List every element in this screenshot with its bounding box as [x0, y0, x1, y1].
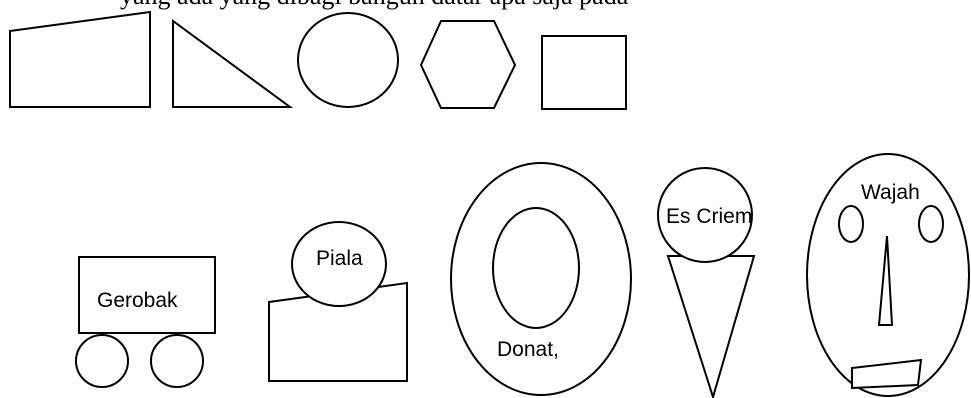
piala-object: Piala: [269, 222, 407, 381]
donat-object: Donat,: [451, 163, 631, 395]
circle-shape: [298, 13, 398, 107]
reference-shapes-row: [10, 12, 626, 109]
wajah-eye-right: [919, 206, 943, 242]
gerobak-object: Gerobak: [76, 257, 215, 387]
right-triangle-shape: [173, 21, 290, 107]
es-criem-object: Es Criem: [658, 168, 754, 397]
donat-label: Donat,: [497, 338, 559, 361]
piala-label: Piala: [316, 247, 363, 270]
header-partial-text: yang ada yang dibagi bangun datar apa sa…: [120, 0, 629, 10]
wajah-object: Wajah: [807, 154, 969, 396]
wajah-eye-left: [839, 206, 863, 242]
es-criem-cone: [668, 256, 754, 397]
gerobak-wheel-right: [151, 335, 203, 387]
gerobak-label: Gerobak: [97, 289, 178, 312]
square-shape: [542, 36, 626, 109]
hexagon-shape: [421, 21, 515, 108]
trapezoid-shape: [10, 12, 150, 107]
donat-hole: [493, 208, 579, 328]
es-criem-label: Es Criem: [666, 205, 752, 228]
wajah-label: Wajah: [861, 181, 920, 204]
gerobak-wheel-left: [76, 335, 128, 387]
